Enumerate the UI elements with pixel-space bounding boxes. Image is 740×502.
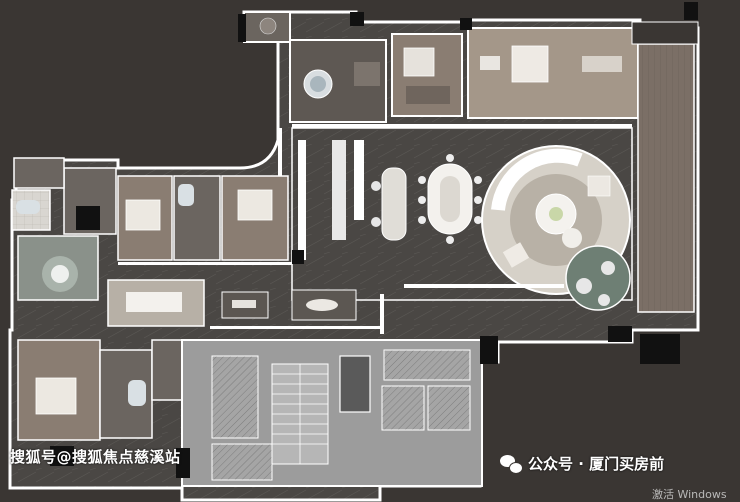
wechat-icon — [500, 454, 523, 474]
living-area — [291, 127, 633, 311]
top-balcony — [243, 11, 291, 43]
west-bedrooms — [11, 157, 289, 261]
windows-activation-notice: 激活 Windows — [652, 488, 727, 501]
watermark-right: 公众号 · 厦门买房前 — [500, 453, 664, 474]
structural-columns — [50, 2, 698, 478]
top-suites — [289, 27, 639, 123]
watermark-right-text: 公众号 · 厦门买房前 — [528, 455, 665, 473]
terrace-deck — [631, 21, 699, 313]
service-core — [181, 339, 483, 487]
watermark-left: 搜狐号@搜狐焦点慈溪站 — [10, 448, 181, 466]
west-lounge — [17, 235, 357, 327]
